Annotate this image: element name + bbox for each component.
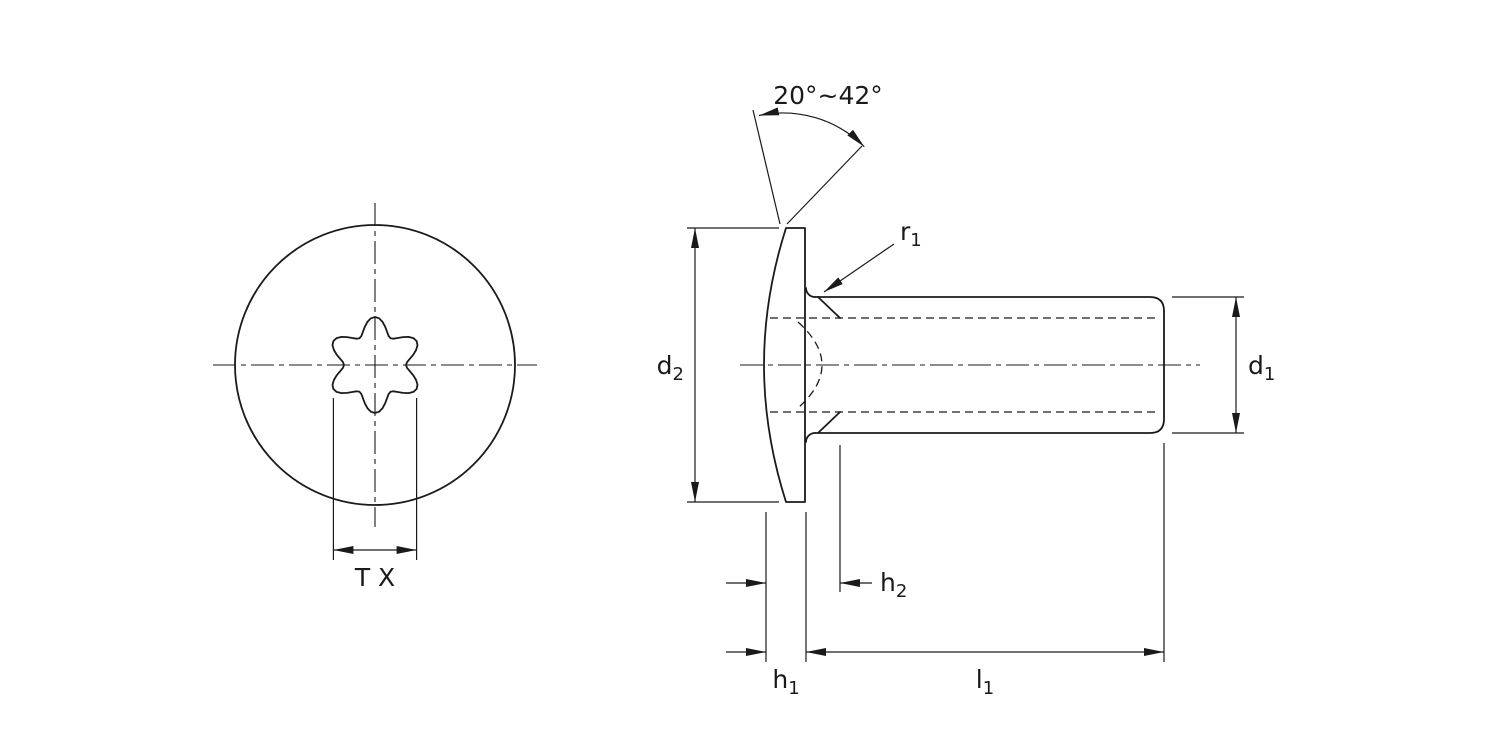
length-dimensions: h2 h1 l1 [726,443,1165,699]
l1-label: l1 [976,665,994,699]
shank-diameter-dimension: d1 [1172,296,1275,434]
d1-label: d1 [1248,351,1275,385]
r1-label-sub: 1 [910,230,921,251]
d1-label-sub: 1 [1264,364,1275,385]
fillet-radius-annotation: r1 [823,217,922,293]
head-angle-annotation: 20°~42° [752,81,883,225]
head-profile [763,227,806,503]
thread-runout-bottom [817,411,841,434]
drive-size-label: T X [354,563,395,592]
h2-label-sub: 2 [896,581,907,602]
angle-arc [758,107,865,148]
l1-label-sub: 1 [983,678,994,699]
h2-label-base: h [880,568,896,597]
h1-label: h1 [772,665,799,699]
h2-label: h2 [880,568,907,602]
d2-label-sub: 2 [673,364,684,385]
r1-leader-line [823,243,895,293]
l1-label-base: l [976,665,983,694]
r1-label-base: r [900,217,911,246]
d2-label-base: d [657,351,673,380]
head-diameter-dimension: d2 [657,227,779,503]
underhead-fillet-bottom [805,432,816,443]
underhead-fillet-top [805,287,816,298]
angle-leg-right [786,145,863,225]
thread-runout-top [817,296,841,319]
side-view: 20°~42° r1 d2 d1 h2 [657,81,1276,699]
r1-label: r1 [900,217,922,251]
drive-size-dimension: T X [332,398,418,592]
angle-label: 20°~42° [773,81,883,110]
d2-label: d2 [657,351,684,385]
h1-label-base: h [772,665,788,694]
d1-label-base: d [1248,351,1264,380]
angle-leg-left [752,109,781,225]
shank-outline [814,296,1165,434]
torx-recess-outline [331,316,419,414]
h1-label-sub: 1 [788,678,799,699]
front-view: T X [213,203,537,592]
head-outline-circle [234,224,516,506]
